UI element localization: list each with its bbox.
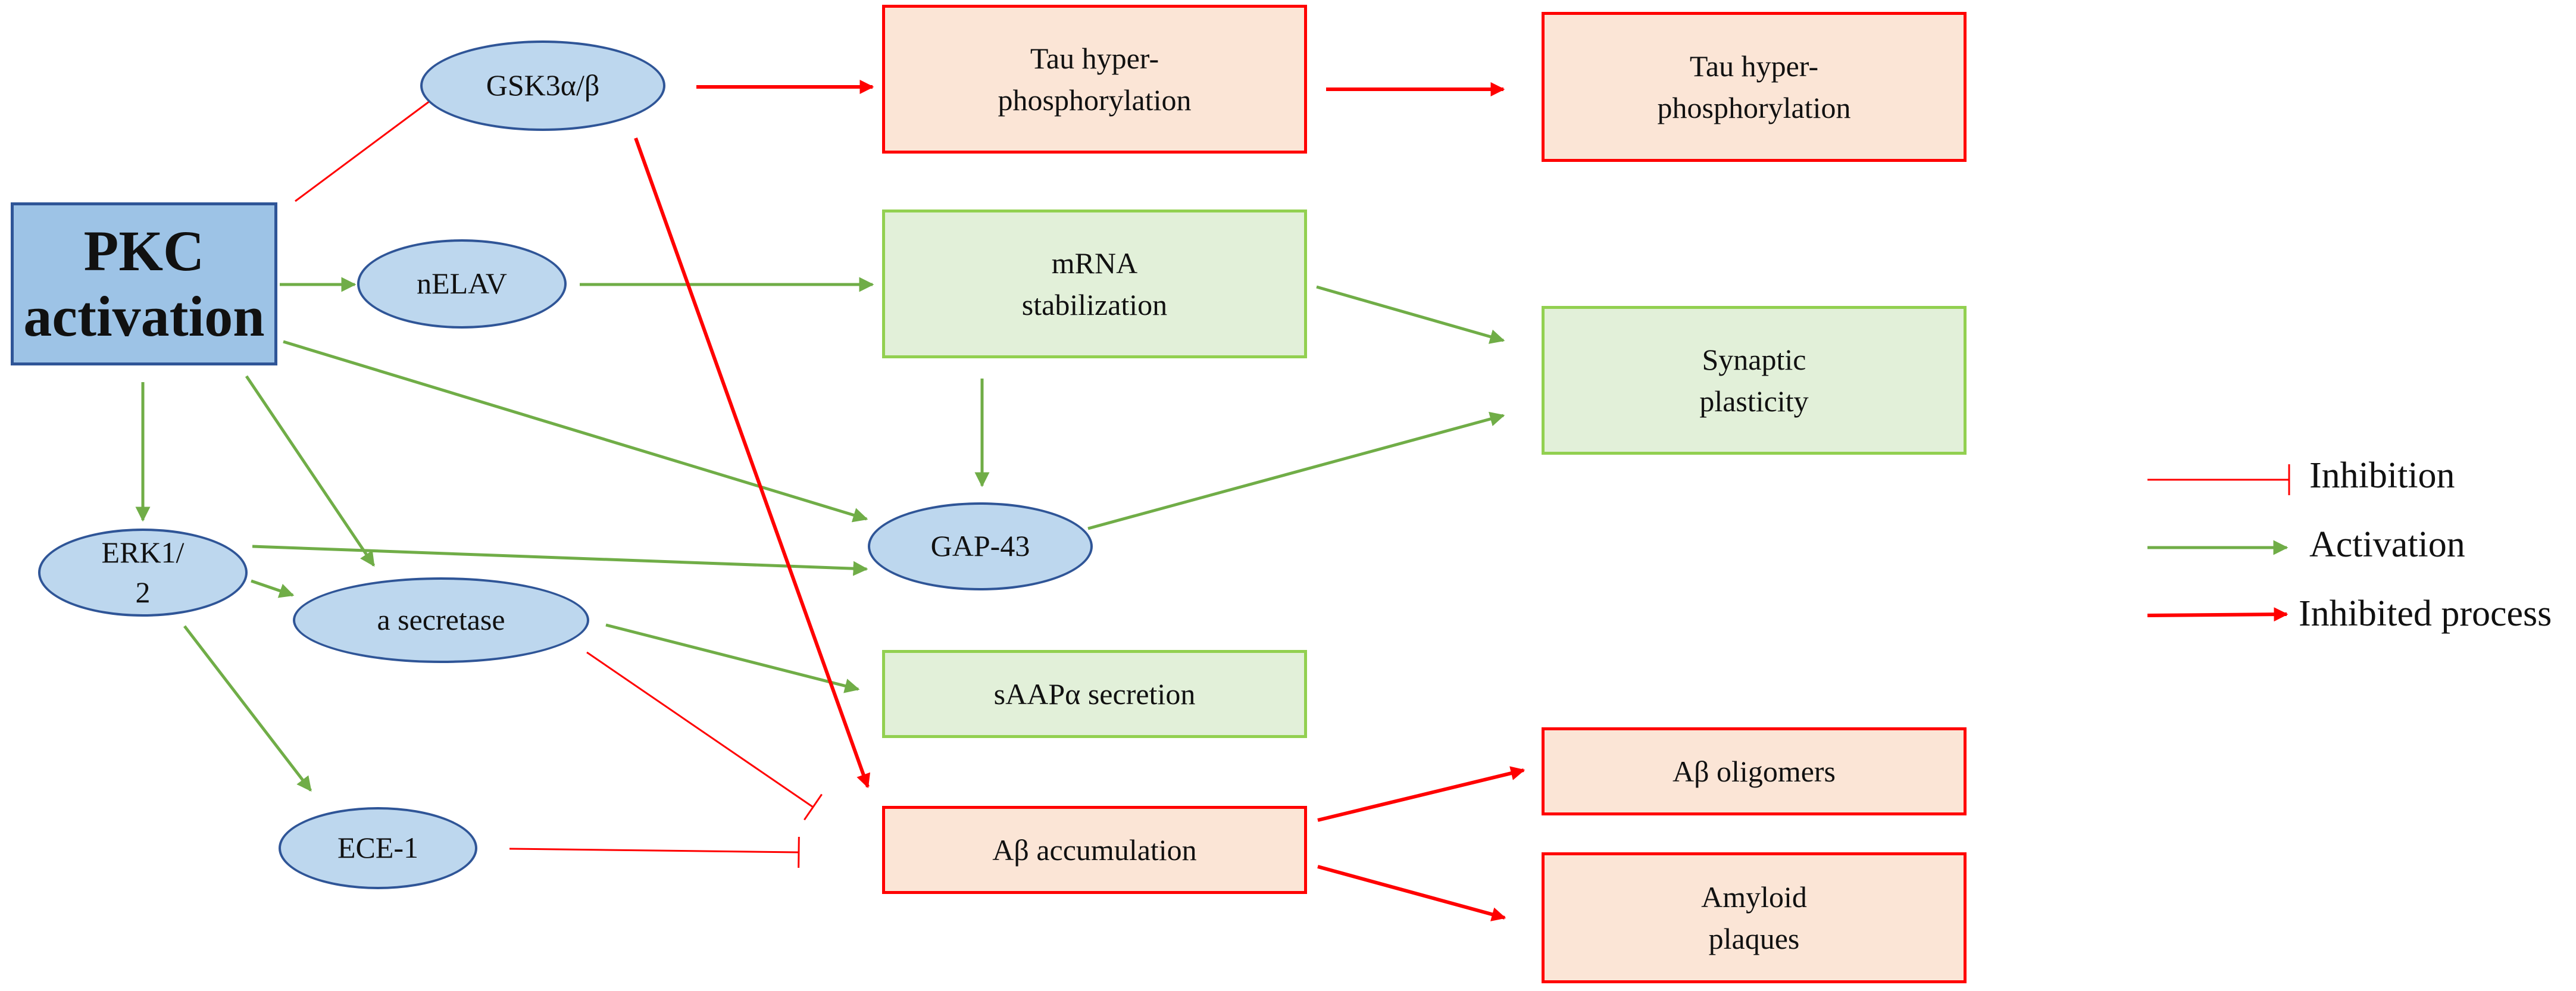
node-synaptic-plasticity: Synaptic plasticity: [1542, 306, 1967, 455]
edge-pkc-to-gap43: [283, 340, 868, 523]
edge-secretase-to-abacc: [586, 651, 814, 808]
legend-activation-label: Activation: [2309, 524, 2465, 565]
legend-inhibited-process-label: Inhibited process: [2299, 593, 2552, 634]
edge-secretase-to-saap: [605, 623, 860, 693]
node-gap43: GAP-43: [868, 502, 1093, 590]
node-amyloid-plaques: Amyloid plaques: [1542, 852, 1967, 983]
legend-inhibition-label: Inhibition: [2309, 455, 2455, 496]
node-saap-secretion: sAAPα secretion: [882, 650, 1307, 738]
edge-pkc-to-secretase: [245, 375, 376, 567]
node-ece1: ECE-1: [279, 807, 477, 889]
edge-abacc-to-aboligo: [1317, 766, 1525, 822]
legend-inhibited-process-symbol: [2147, 607, 2289, 622]
node-nelav: nELAV: [357, 239, 567, 329]
node-mrna-stabilization: mRNA stabilization: [882, 210, 1307, 358]
edge-erk-to-gap43: [252, 545, 868, 576]
node-erk: ERK1/ 2: [38, 529, 248, 617]
node-abeta-oligomers: Aβ oligomers: [1542, 727, 1967, 815]
node-pkc-activation: PKC activation: [11, 202, 277, 365]
edge-ece1-to-abacc: [509, 848, 799, 854]
node-gsk3: GSK3α/β: [420, 40, 665, 131]
node-tau-hyperphosphorylation-1: Tau hyper- phosphorylation: [882, 5, 1307, 154]
edge-mrna-to-synaptic: [1316, 285, 1505, 344]
node-abeta-accumulation: Aβ accumulation: [882, 806, 1307, 894]
edge-gap43-to-synaptic: [1087, 411, 1505, 530]
node-a-secretase: a secretase: [293, 577, 589, 663]
node-tau-hyperphosphorylation-2: Tau hyper- phosphorylation: [1542, 12, 1967, 162]
edge-gsk3-to-abacc: [634, 137, 871, 789]
edge-pkc-to-gsk3: [295, 96, 435, 202]
legend-symbols: [2147, 464, 2290, 622]
edge-abacc-to-amyloid: [1317, 865, 1506, 921]
edge-erk-to-secretase: [251, 579, 295, 598]
edge-erk-to-ece1: [183, 625, 312, 792]
edge-secretase-to-abacc-bar: [804, 793, 823, 821]
